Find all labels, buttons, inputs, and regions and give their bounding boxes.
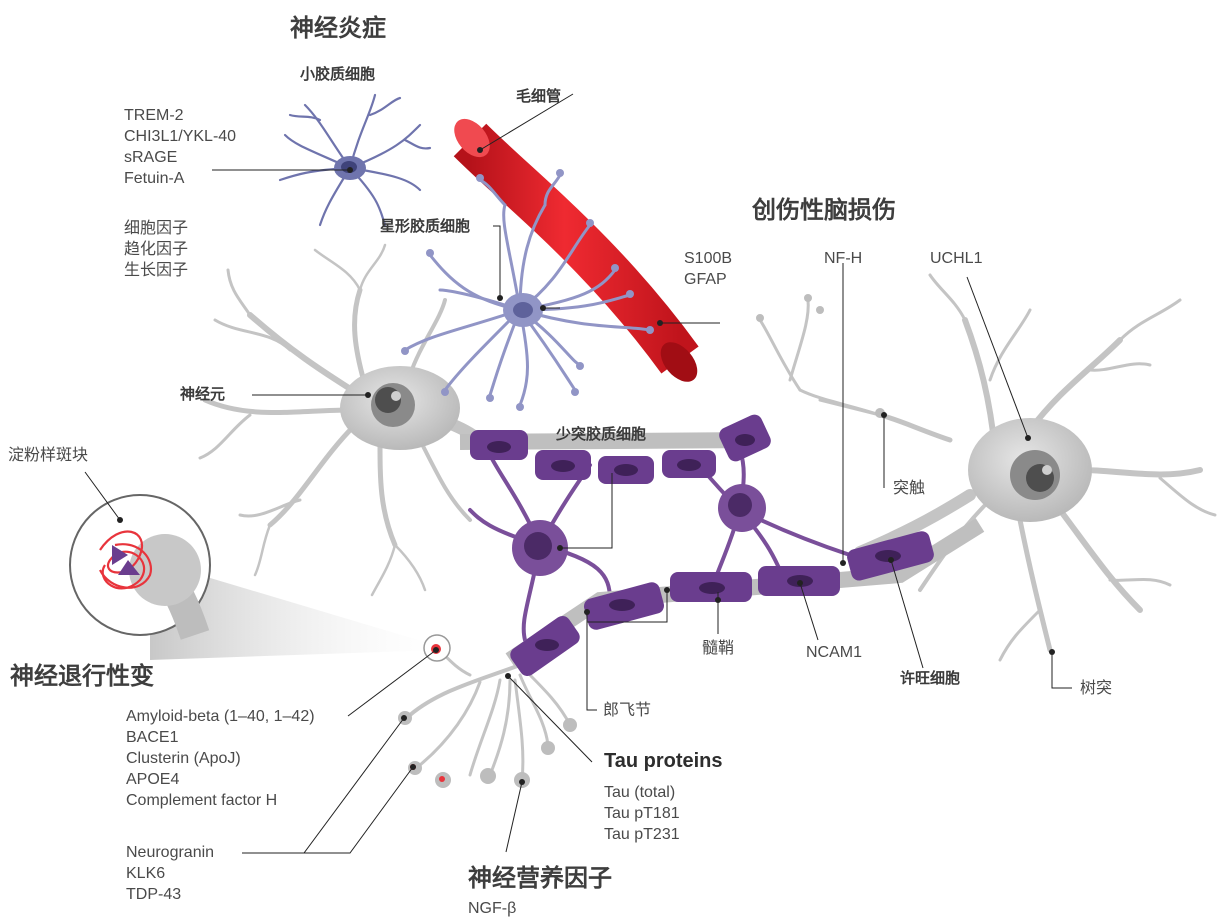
marker-tau-total: Tau (total) <box>604 782 680 803</box>
myelin-upper <box>460 412 773 484</box>
label-synapse: 突触 <box>893 478 925 499</box>
tau-proteins-title: Tau proteins <box>604 751 723 772</box>
marker-chi3l1: CHI3L1/YKL-40 <box>124 126 236 147</box>
marker-tau-pt181: Tau pT181 <box>604 803 680 824</box>
synaptic-markers: Neurogranin KLK6 TDP-43 <box>126 842 214 905</box>
inset-terminal <box>129 534 201 606</box>
marker-neurogranin: Neurogranin <box>126 842 214 863</box>
factor-cytokine: 细胞因子 <box>124 218 188 239</box>
marker-s100b: S100B <box>684 248 732 269</box>
label-neuron: 神经元 <box>180 384 225 405</box>
marker-tdp43: TDP-43 <box>126 884 214 905</box>
amyloid-markers: Amyloid-beta (1–40, 1–42) BACE1 Clusteri… <box>126 706 315 811</box>
factor-chemokine: 趋化因子 <box>124 239 188 260</box>
label-dendrite: 树突 <box>1080 678 1112 699</box>
heading-tbi: 创伤性脑损伤 <box>752 196 896 226</box>
marker-amyloid-beta: Amyloid-beta (1–40, 1–42) <box>126 706 315 727</box>
marker-ngf-beta: NGF-β <box>468 898 516 919</box>
label-node-of-ranvier: 郎飞节 <box>603 700 651 721</box>
capillary-vessel <box>447 112 704 388</box>
marker-bace1: BACE1 <box>126 727 315 748</box>
heading-neuroinflammation: 神经炎症 <box>290 14 386 44</box>
marker-klk6: KLK6 <box>126 863 214 884</box>
marker-uchl1: UCHL1 <box>930 248 982 269</box>
marker-clusterin: Clusterin (ApoJ) <box>126 748 315 769</box>
label-astrocyte: 星形胶质细胞 <box>380 216 470 237</box>
astrocyte-markers: S100B GFAP <box>684 248 732 290</box>
microglia-markers: TREM-2 CHI3L1/YKL-40 sRAGE Fetuin-A <box>124 105 236 189</box>
marker-nfh: NF-H <box>824 248 862 269</box>
label-amyloid-plaque: 淀粉样斑块 <box>8 445 88 466</box>
label-microglia: 小胶质细胞 <box>300 64 375 85</box>
label-myelin: 髓鞘 <box>702 638 734 659</box>
marker-srage: sRAGE <box>124 147 236 168</box>
label-schwann-cell: 许旺细胞 <box>900 668 960 689</box>
marker-ncam1: NCAM1 <box>806 642 862 663</box>
tau-markers: Tau (total) Tau pT181 Tau pT231 <box>604 782 680 845</box>
marker-gfap: GFAP <box>684 269 732 290</box>
marker-trem2: TREM-2 <box>124 105 236 126</box>
label-oligodendrocyte: 少突胶质细胞 <box>556 424 646 445</box>
marker-apoe4: APOE4 <box>126 769 315 790</box>
inflammatory-factors: 细胞因子 趋化因子 生长因子 <box>124 218 188 281</box>
label-capillary: 毛细管 <box>516 86 561 107</box>
marker-tau-pt231: Tau pT231 <box>604 824 680 845</box>
marker-complement-h: Complement factor H <box>126 790 315 811</box>
factor-growth: 生长因子 <box>124 260 188 281</box>
heading-neurotrophic: 神经营养因子 <box>468 864 612 894</box>
heading-neurodegeneration: 神经退行性变 <box>10 662 154 692</box>
marker-fetuin: Fetuin-A <box>124 168 236 189</box>
